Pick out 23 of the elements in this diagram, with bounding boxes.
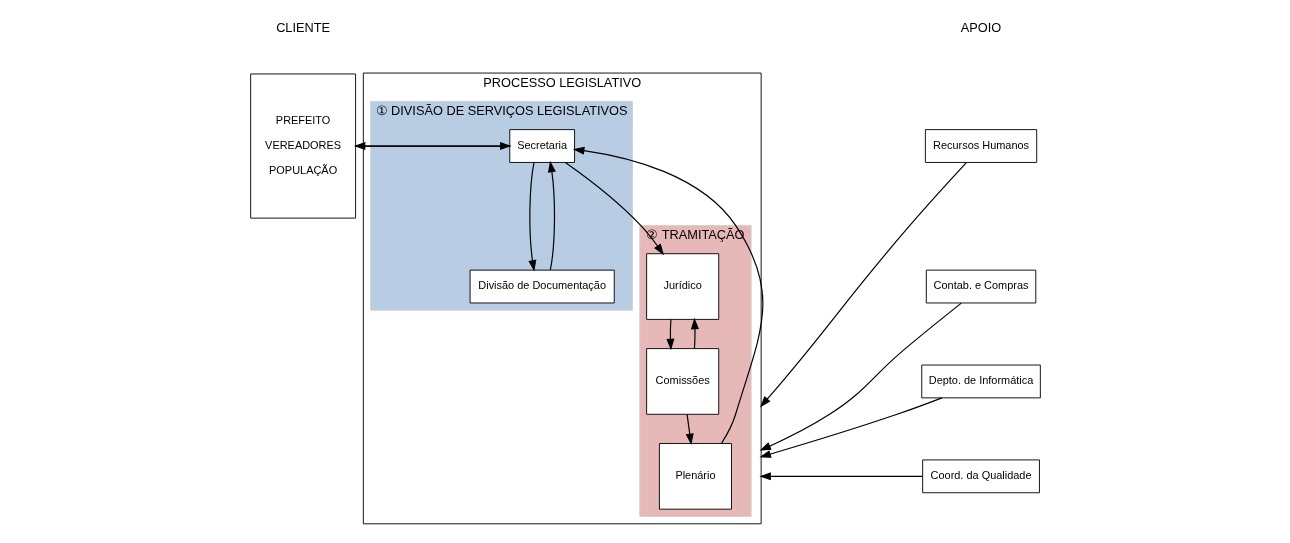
node-box: Secretaria [508, 129, 575, 163]
node-box: PREFEITO VEREADORES POPULAÇÃO [249, 73, 356, 219]
arrow [758, 397, 943, 458]
node-box: Divisão de Documentação [469, 269, 615, 304]
node-box: Depto. de Informática [920, 364, 1041, 399]
node-box: Jurídico [645, 253, 719, 320]
arrow [572, 146, 763, 444]
arrow [665, 318, 674, 351]
node-box: Comissões [645, 348, 719, 415]
arrow [547, 160, 556, 271]
node-box: Plenário [658, 443, 732, 510]
arrow [758, 472, 923, 481]
arrow [759, 162, 967, 408]
node-box: Contab. e Compras [925, 269, 1036, 304]
arrow [527, 162, 536, 272]
label: CLIENTE [275, 19, 330, 35]
arrow [564, 162, 664, 256]
node-box: Coord. da Qualidade [921, 459, 1040, 494]
arrow [685, 413, 694, 446]
node-box: Recursos Humanos [924, 129, 1037, 163]
arrow [690, 317, 699, 350]
arrow [759, 302, 962, 451]
label: APOIO [960, 19, 1001, 35]
